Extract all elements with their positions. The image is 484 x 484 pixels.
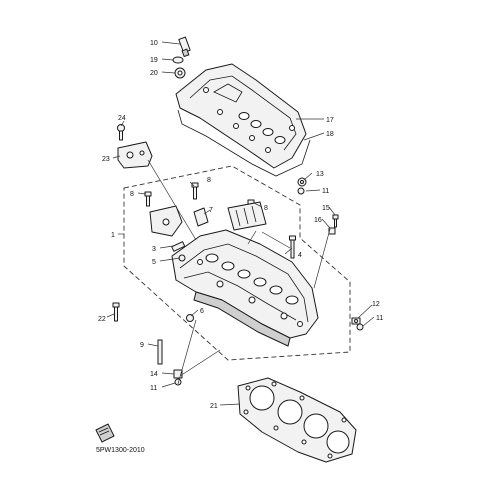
callout-24: 24 — [118, 115, 126, 122]
callout-12: 12 — [372, 301, 380, 308]
gasket-16[interactable] — [328, 227, 336, 235]
callout-11-a: 11 — [322, 188, 329, 195]
callout-15: 15 — [322, 205, 330, 212]
gasket-11-right[interactable] — [356, 323, 364, 331]
diagram-code: 5PW1300-2010 — [96, 447, 145, 454]
callout-10: 10 — [150, 40, 158, 47]
union-bolt-12[interactable] — [351, 317, 361, 325]
bolt-22[interactable] — [112, 302, 120, 322]
dowel-pin-3[interactable] — [171, 241, 186, 252]
callout-19: 19 — [150, 57, 158, 64]
callout-8-b: 8 — [130, 191, 134, 198]
camshaft-cap-left[interactable] — [149, 205, 183, 237]
callout-7: 7 — [209, 207, 213, 214]
manual-book-icon — [95, 423, 115, 443]
cap-nut[interactable] — [174, 67, 186, 79]
plug-6[interactable] — [186, 314, 194, 322]
callout-11-c: 11 — [150, 385, 157, 392]
callout-13: 13 — [316, 171, 324, 178]
stud-bolt-9[interactable] — [157, 339, 163, 365]
seal-washer[interactable] — [172, 56, 184, 64]
cylinder-head-gasket[interactable] — [237, 377, 357, 463]
bolt-15[interactable] — [332, 214, 339, 228]
camshaft-journal[interactable] — [227, 201, 267, 231]
callout-8-c: 8 — [264, 205, 268, 212]
callout-5: 5 — [152, 259, 156, 266]
callout-labels: 10 19 20 17 18 24 23 13 11 8 8 8 7 15 16… — [98, 40, 383, 410]
callout-3: 3 — [152, 246, 156, 253]
callout-11-b: 11 — [376, 315, 383, 322]
spark-plug[interactable] — [178, 36, 191, 58]
head-cover-gasket[interactable] — [177, 109, 311, 177]
callout-14: 14 — [150, 371, 158, 378]
bracket-23[interactable] — [117, 141, 153, 169]
bolt-24[interactable] — [117, 124, 125, 141]
callout-22: 22 — [98, 316, 106, 323]
assembly-boundary — [123, 165, 351, 361]
cylinder-head-cover[interactable] — [175, 63, 307, 169]
callout-21: 21 — [210, 403, 218, 410]
callout-1: 1 — [111, 232, 115, 239]
callout-9: 9 — [140, 342, 144, 349]
bolt-8-a[interactable] — [191, 182, 199, 200]
callout-6: 6 — [200, 308, 204, 315]
leader-lines — [106, 41, 375, 406]
callout-17: 17 — [326, 117, 334, 124]
cylinder-head[interactable] — [171, 229, 319, 347]
camshaft-cap-7[interactable] — [193, 207, 209, 227]
callout-16: 16 — [314, 217, 322, 224]
gasket-11-upper[interactable] — [297, 187, 305, 195]
callout-4: 4 — [298, 252, 302, 259]
callout-20: 20 — [150, 70, 158, 77]
gasket-11-lower[interactable] — [174, 378, 182, 386]
callout-18: 18 — [326, 131, 334, 138]
callout-8-a: 8 — [207, 177, 211, 184]
stud-bolt-4[interactable] — [289, 235, 296, 259]
callout-23: 23 — [102, 156, 110, 163]
